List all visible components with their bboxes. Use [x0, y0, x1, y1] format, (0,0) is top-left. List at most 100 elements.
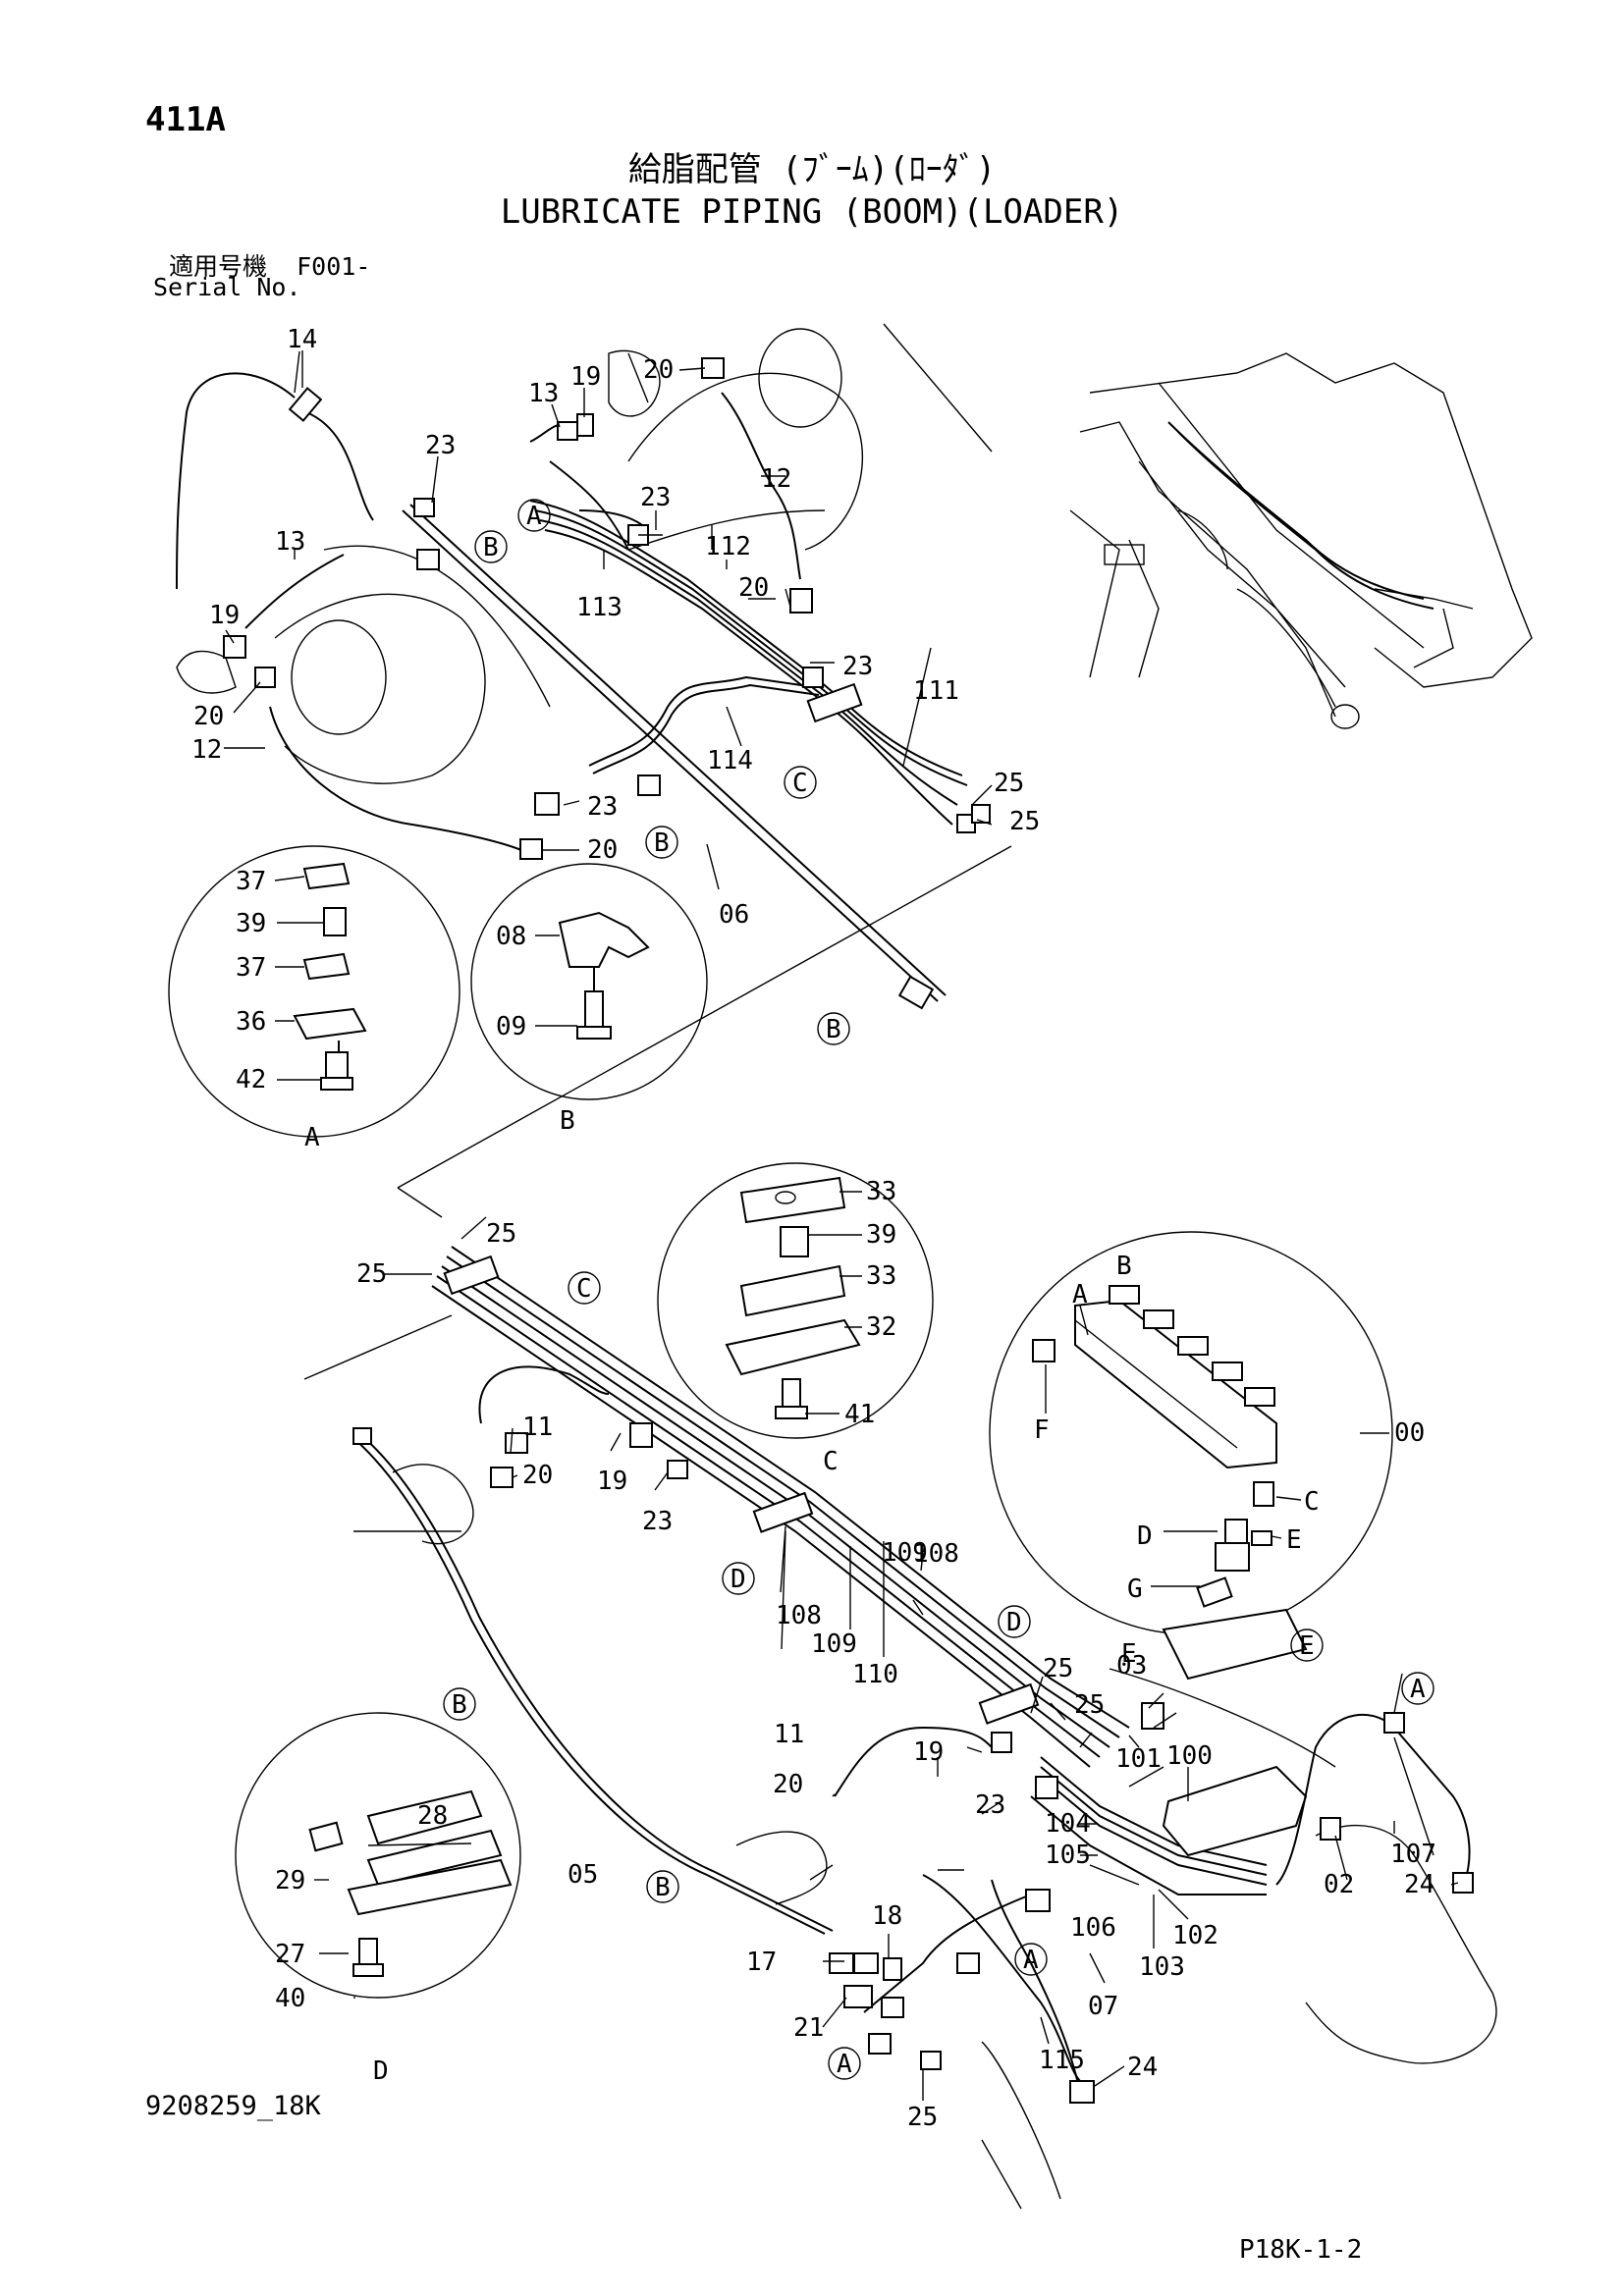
serial-label-jp: 適用号機 F001- [169, 247, 370, 283]
loader-overview-thumbnail [1069, 352, 1533, 729]
callout-100: 100 [1166, 1741, 1213, 1771]
valve-port-c: C [1304, 1487, 1320, 1517]
callout-23: 23 [842, 652, 873, 681]
callout-20: 20 [643, 355, 674, 385]
callout-19: 19 [597, 1467, 627, 1496]
document-code: 9208259_18K [145, 2091, 321, 2121]
callout-104: 104 [1045, 1809, 1091, 1839]
title-japanese: 給脂配管 (ﾌﾞｰﾑ)(ﾛｰﾀﾞ) [627, 150, 997, 189]
detail-view-c [657, 1162, 934, 1439]
callout-32: 32 [866, 1312, 896, 1342]
callout-108: 108 [776, 1601, 822, 1630]
detail-view-d [235, 1712, 521, 1999]
callout-20: 20 [773, 1770, 803, 1799]
valve-port-f: F [1034, 1415, 1050, 1445]
callout-114: 114 [707, 746, 753, 775]
upper-boom-assembly [176, 323, 1012, 1189]
callout-24: 24 [1127, 2053, 1158, 2082]
callout-02: 02 [1324, 1870, 1354, 1899]
callout-23: 23 [640, 483, 671, 512]
callout-101: 101 [1115, 1744, 1162, 1774]
callout-25: 25 [356, 1259, 387, 1289]
callout-28: 28 [417, 1801, 448, 1831]
callout-105: 105 [1045, 1841, 1091, 1870]
callout-23: 23 [425, 431, 456, 460]
marker-c: C [576, 1274, 592, 1304]
callout-23: 23 [642, 1507, 673, 1536]
marker-a: A [837, 2050, 852, 2079]
callout-25: 25 [1074, 1690, 1105, 1720]
callout-112: 112 [705, 532, 751, 561]
callout-36: 36 [236, 1007, 266, 1037]
detail-label-b: B [560, 1106, 575, 1136]
callout-17: 17 [746, 1948, 777, 1977]
callout-39: 39 [866, 1220, 896, 1250]
marker-b: B [452, 1690, 467, 1720]
callout-14: 14 [287, 325, 317, 354]
marker-d: D [1006, 1608, 1022, 1637]
callout-18: 18 [872, 1901, 902, 1931]
callout-24: 24 [1404, 1870, 1435, 1899]
callout-109: 109 [882, 1538, 928, 1568]
reference-markers: A B C B B C D D B B E A A A [443, 499, 1435, 2080]
callout-25: 25 [486, 1219, 516, 1249]
part-callouts: 14 23 13 19 20 12 23 13 19 20 12 113 112… [191, 325, 1436, 2132]
callout-108: 108 [913, 1539, 959, 1569]
callout-109: 109 [811, 1629, 857, 1659]
marker-a: A [1410, 1675, 1426, 1704]
callout-106: 106 [1070, 1913, 1116, 1943]
detail-label-c: C [823, 1447, 839, 1476]
callout-23: 23 [975, 1790, 1005, 1820]
valve-port-g: G [1127, 1575, 1143, 1604]
callout-19: 19 [570, 362, 601, 392]
callout-20: 20 [193, 702, 224, 731]
callout-13: 13 [275, 527, 305, 557]
callout-12: 12 [191, 735, 222, 765]
lower-boom-assembly [303, 1187, 1497, 2210]
detail-label-e: E [1121, 1639, 1137, 1669]
marker-d: D [731, 1565, 746, 1594]
callout-08: 08 [496, 922, 526, 951]
marker-c: C [792, 769, 808, 798]
callout-13: 13 [528, 379, 559, 408]
callout-20: 20 [522, 1461, 553, 1490]
detail-view-labels: A B C D E A B F C D E G [304, 1106, 1320, 2086]
marker-e: E [1299, 1631, 1315, 1661]
callout-11: 11 [522, 1413, 553, 1442]
callout-19: 19 [913, 1737, 944, 1767]
callout-25: 25 [907, 2103, 938, 2132]
callout-102: 102 [1172, 1921, 1218, 1950]
marker-b: B [483, 533, 499, 562]
callout-40: 40 [275, 1984, 305, 2013]
callout-33: 33 [866, 1177, 896, 1206]
callout-07: 07 [1088, 1992, 1118, 2021]
callout-20: 20 [587, 835, 618, 865]
callout-00: 00 [1394, 1418, 1425, 1448]
callout-115: 115 [1039, 2046, 1085, 2075]
callout-25: 25 [1043, 1654, 1073, 1683]
detail-view-a [168, 845, 460, 1138]
callout-25: 25 [1009, 807, 1040, 836]
callout-11: 11 [774, 1720, 804, 1749]
callout-09: 09 [496, 1012, 526, 1041]
page-number: 411A [145, 100, 226, 139]
callout-107: 107 [1390, 1840, 1436, 1869]
valve-port-d: D [1137, 1522, 1153, 1551]
serial-label-jp-text: 適用号機 [169, 252, 268, 281]
page-code: P18K-1-2 [1239, 2235, 1363, 2265]
callout-20: 20 [738, 573, 769, 603]
callout-42: 42 [236, 1065, 266, 1095]
callout-05: 05 [568, 1860, 598, 1890]
marker-a: A [1023, 1946, 1039, 1975]
marker-b: B [826, 1015, 841, 1044]
callout-03: 03 [1116, 1651, 1147, 1681]
marker-b: B [654, 828, 670, 858]
valve-port-b: B [1116, 1252, 1132, 1281]
callout-29: 29 [275, 1866, 305, 1896]
callout-23: 23 [587, 792, 618, 822]
valve-port-e: E [1286, 1525, 1302, 1555]
serial-label-en: Serial No. [153, 273, 301, 301]
callout-110: 110 [852, 1660, 898, 1689]
callout-103: 103 [1139, 1952, 1185, 1982]
